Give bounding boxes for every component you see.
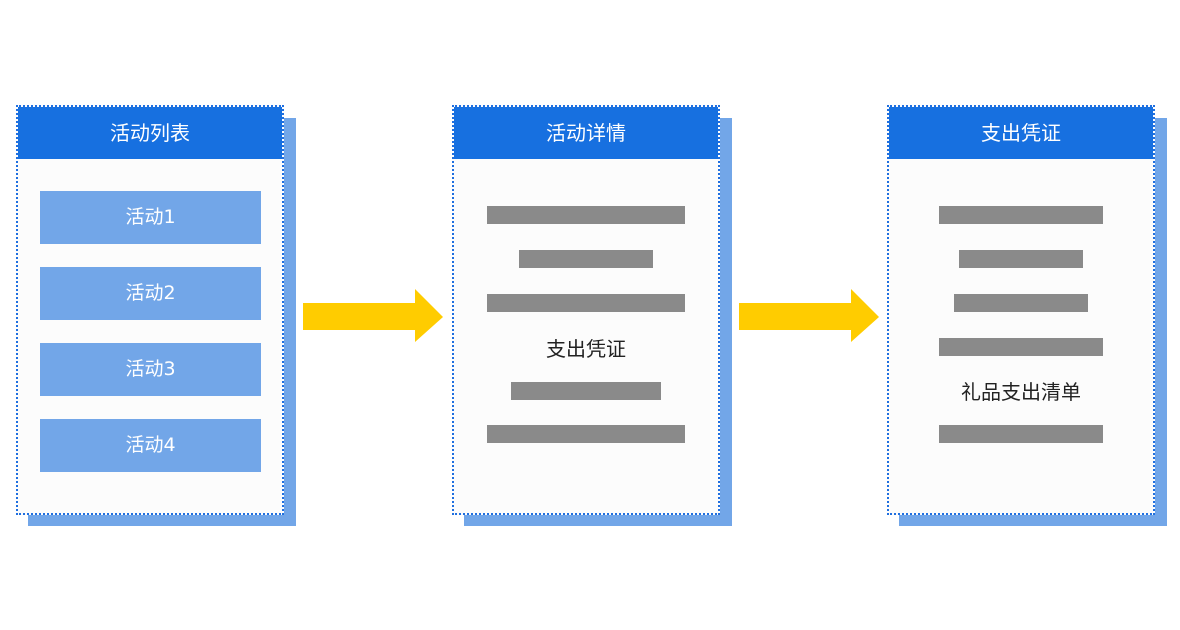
card-title: 活动列表 bbox=[18, 107, 282, 159]
list-item[interactable]: 活动2 bbox=[40, 267, 261, 320]
placeholder-line bbox=[954, 294, 1088, 312]
card-activity-detail: 活动详情 支出凭证 bbox=[452, 105, 720, 515]
right-arrow-icon bbox=[739, 289, 879, 342]
placeholder-line bbox=[487, 206, 685, 224]
card-expense-voucher: 支出凭证 礼品支出清单 bbox=[887, 105, 1155, 515]
card-title: 支出凭证 bbox=[889, 107, 1153, 159]
placeholder-line bbox=[511, 382, 661, 400]
placeholder-line bbox=[519, 250, 653, 268]
placeholder-line bbox=[939, 425, 1103, 443]
placeholder-line bbox=[939, 338, 1103, 356]
card-title: 活动详情 bbox=[454, 107, 718, 159]
list-item[interactable]: 活动4 bbox=[40, 419, 261, 472]
right-arrow-icon bbox=[303, 289, 443, 342]
card-activity-list: 活动列表 活动1 活动2 活动3 活动4 bbox=[16, 105, 284, 515]
expense-voucher-link[interactable]: 支出凭证 bbox=[546, 337, 626, 361]
placeholder-line bbox=[487, 425, 685, 443]
gift-expense-list-link[interactable]: 礼品支出清单 bbox=[961, 380, 1081, 404]
list-item[interactable]: 活动1 bbox=[40, 191, 261, 244]
list-item[interactable]: 活动3 bbox=[40, 343, 261, 396]
placeholder-line bbox=[959, 250, 1083, 268]
placeholder-line bbox=[487, 294, 685, 312]
placeholder-line bbox=[939, 206, 1103, 224]
